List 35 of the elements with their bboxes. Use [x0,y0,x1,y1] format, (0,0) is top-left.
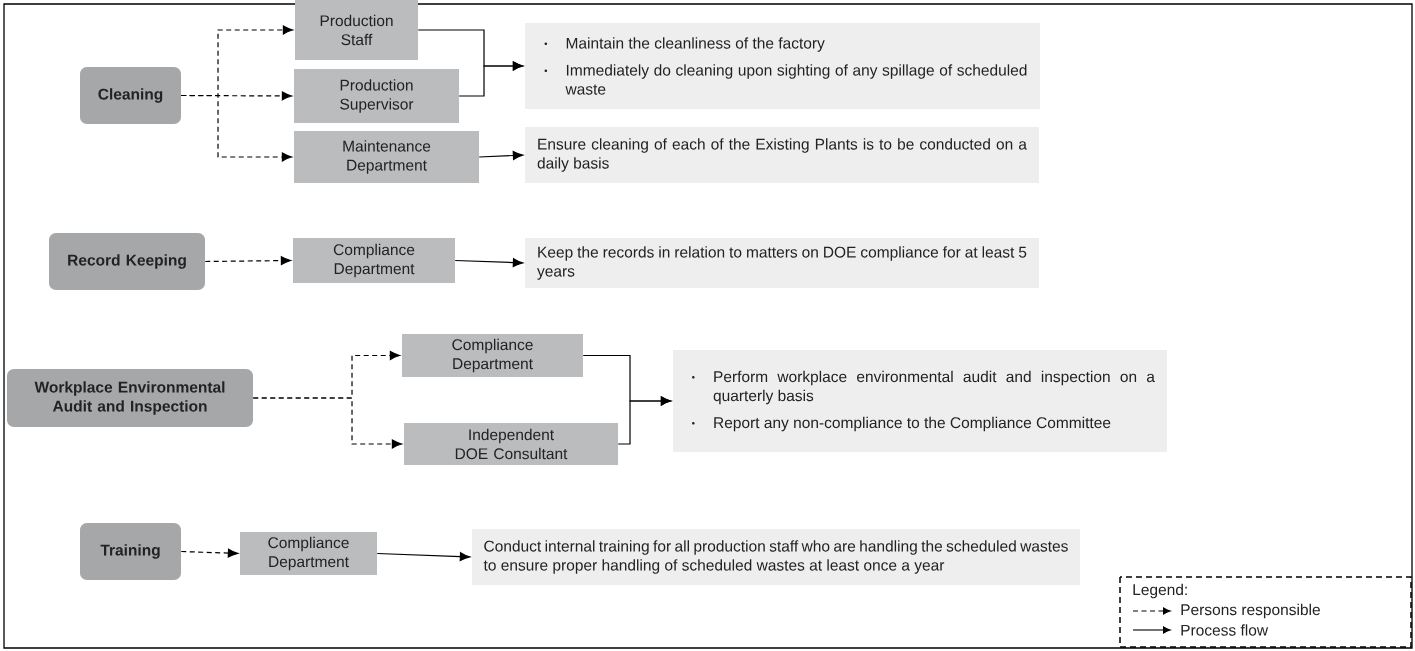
arrow [617,396,672,445]
description-box [525,23,1040,109]
responsible-box: Production Supervisor [294,69,459,123]
description-box [525,127,1039,183]
stage-box: Record Keeping [49,233,205,290]
arrow [478,151,524,160]
arrow [454,258,524,268]
description-text: Conduct internal training for all production staff who are handling the scheduled wastes to ensure proper handling of scheduled wastes at least once a year [483,540,1068,574]
arrow [458,61,524,97]
stage-box: Training [80,523,181,580]
description-box [673,350,1167,452]
legend-text: Process flow [1181,624,1269,636]
description-box [525,238,1039,288]
bullet-text: Immediately do cleaning upon sighting of any spillage of scheduled waste [565,64,1027,95]
bullet-text: Report any non-compliance to the Compliance Committee [714,416,1111,432]
dashed-arrow [252,397,403,449]
arrow [376,552,471,562]
dashed-arrow [204,256,292,266]
stage-box: Workplace Environmental Audit and Inspection [7,369,253,427]
dashed-arrow [180,548,239,558]
bullet-text: Maintain the cleanliness of the factory [566,37,825,52]
legend-text: Persons responsible [1181,603,1320,619]
description-box [472,529,1080,585]
dashed-arrow [180,94,293,162]
responsible-box: Compliance Department [240,532,377,575]
description-text: Keep the records in relation to matters on DOE compliance for at least 5 years [537,246,1027,280]
stage-box: Cleaning [80,67,181,124]
responsible-box: Compliance Department [293,238,455,283]
responsible-box: Production Staff [295,0,418,60]
description-text: Ensure cleaning of each of the Existing Plants is to be conducted on a daily basis [537,138,1027,172]
responsible-box: Compliance Department [402,334,583,377]
legend-title: Legend: [1133,583,1187,599]
bullet-text: Perform workplace environmental audit and inspection on a quarterly basis [713,370,1155,405]
responsible-box: Independent DOE Consultant [404,423,618,465]
responsible-box: Maintenance Department [294,131,479,183]
